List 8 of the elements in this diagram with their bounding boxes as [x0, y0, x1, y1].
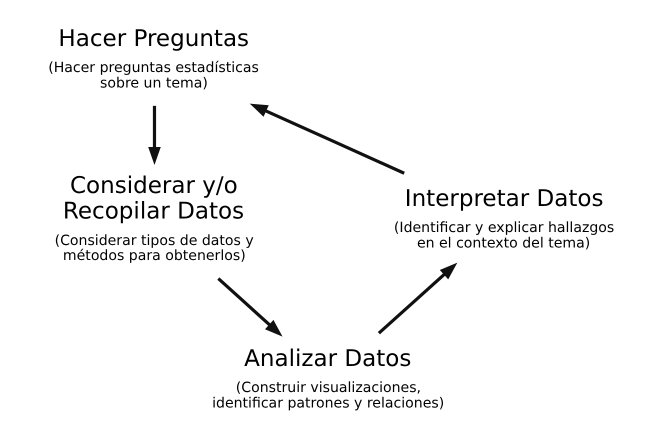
arrow — [217, 277, 283, 337]
arrow — [250, 104, 405, 175]
arrow — [148, 106, 161, 165]
node-text: Considerar y/o Recopilar Datos (Considerar tipos de datos y métodos para obtenerlos) — [54, 173, 254, 264]
arrow — [378, 262, 458, 334]
node-text: Interpretar Datos (Identificar y explicar hallazgos en el contexto del tema) — [394, 186, 614, 252]
node-text: Analizar Datos (Construir visualizaciones, identificar patrones y relaciones) — [212, 346, 444, 412]
node-text: Hacer Preguntas (Hacer preguntas estadísticas sobre un tema) — [48, 26, 259, 92]
